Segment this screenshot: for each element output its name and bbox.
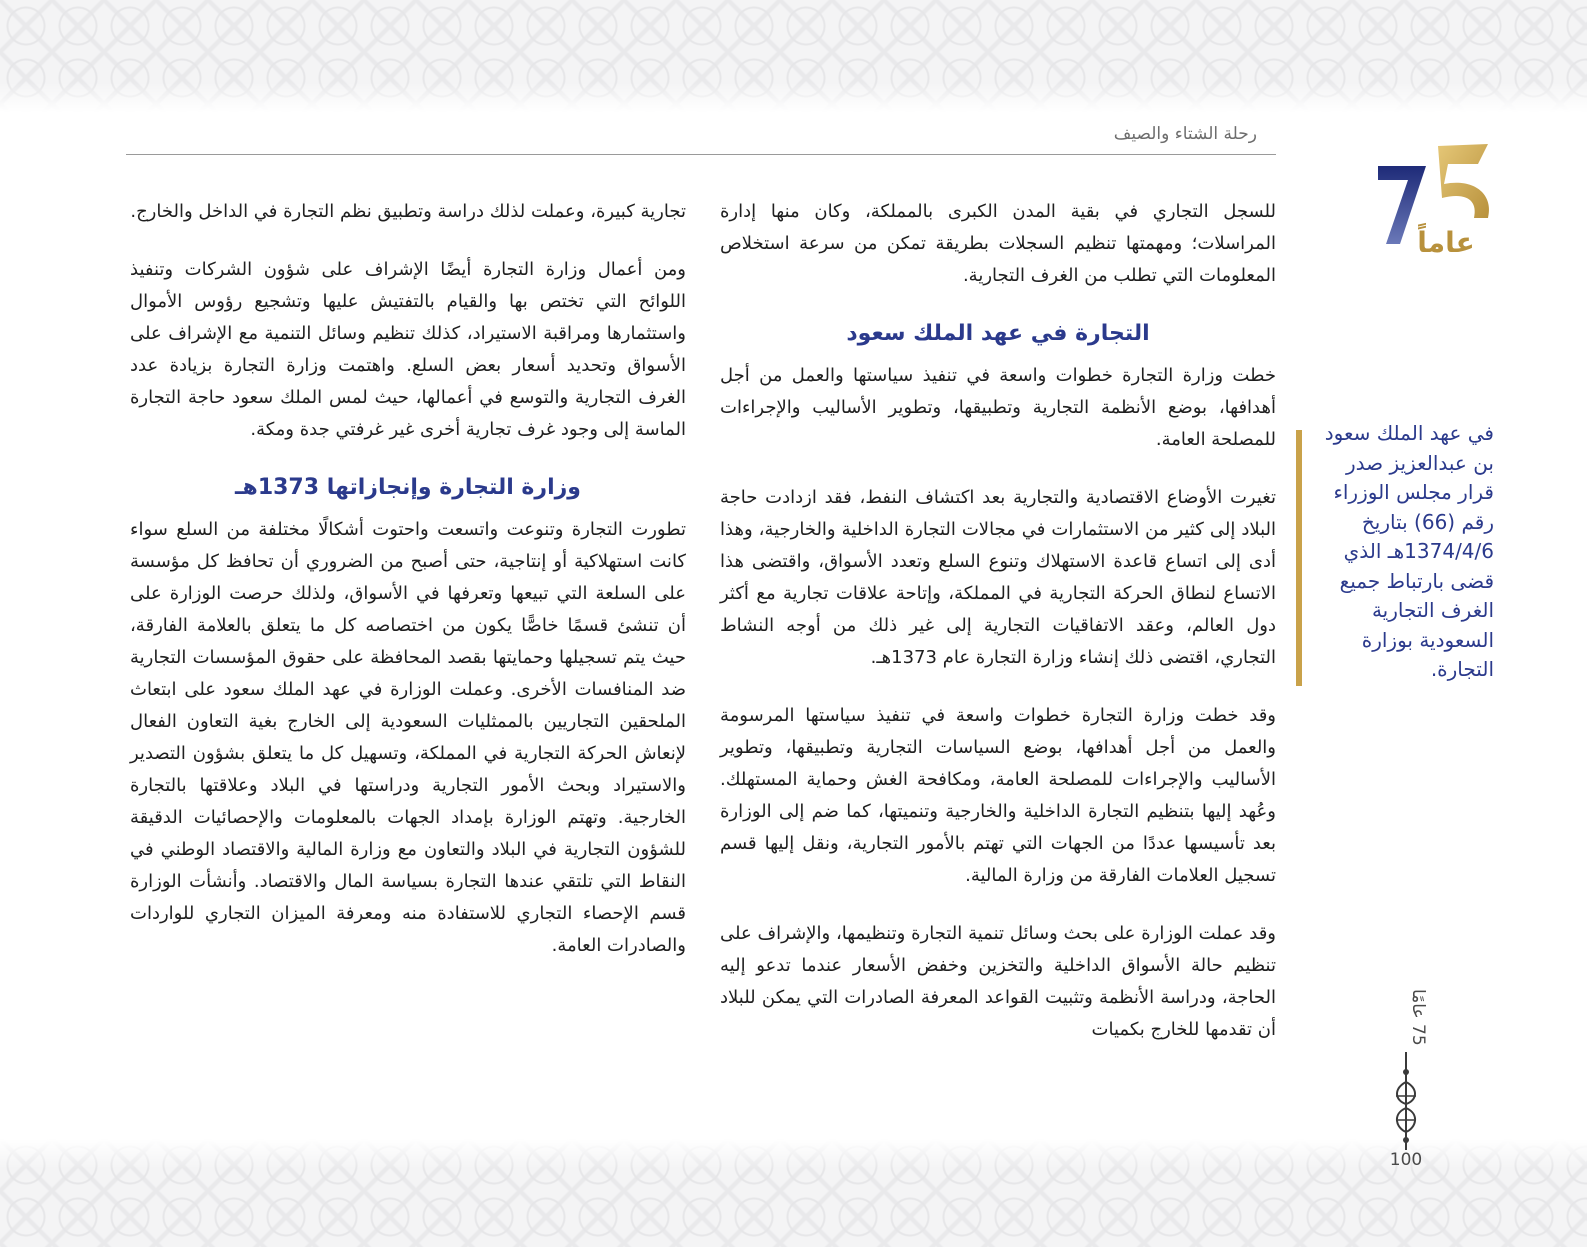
- section-heading: وزارة التجارة وإنجازاتها 1373هـ: [235, 475, 581, 500]
- header-rule: [126, 154, 1276, 155]
- page-body: [0, 112, 1587, 1139]
- paragraph: ومن أعمال وزارة التجارة أيضًا الإشراف عل…: [130, 259, 686, 440]
- paragraph: وقد خطت وزارة التجارة خطوات واسعة في تنف…: [720, 705, 1276, 886]
- page-number: 100: [1389, 1150, 1423, 1170]
- sidenote-accent-bar: [1296, 430, 1302, 686]
- top-pattern-band: [0, 0, 1587, 112]
- bottom-pattern-band: [0, 1139, 1587, 1247]
- vertical-anniversary-label: 75 عامًا: [1408, 989, 1428, 1046]
- ornament-icon: [1396, 1052, 1416, 1150]
- sidenote-text: في عهد الملك سعود بن عبدالعزيز صدر قرار …: [1324, 421, 1494, 681]
- logo-five-shape: [1438, 144, 1490, 218]
- right-column: للسجل التجاري في بقية المدن الكبرى بالمم…: [720, 196, 1276, 1072]
- paragraph: خطت وزارة التجارة خطوات واسعة في تنفيذ س…: [720, 365, 1276, 450]
- anniversary-logo-icon: [1378, 144, 1490, 244]
- paragraph: تجارية كبيرة، وعملت لذلك دراسة وتطبيق نظ…: [130, 201, 686, 222]
- paragraph: وقد عملت الوزارة على بحث وسائل تنمية الت…: [720, 923, 1276, 1040]
- logo-seven-shape: [1378, 166, 1426, 244]
- logo-word: عاماً: [1417, 226, 1475, 259]
- paragraph: تغيرت الأوضاع الاقتصادية والتجارية بعد ا…: [720, 487, 1276, 668]
- paragraph: للسجل التجاري في بقية المدن الكبرى بالمم…: [720, 201, 1276, 286]
- section-heading: التجارة في عهد الملك سعود: [846, 321, 1150, 346]
- paragraph: تطورت التجارة وتنوعت واتسعت واحتوت أشكال…: [130, 519, 686, 956]
- left-column: تجارية كبيرة، وعملت لذلك دراسة وتطبيق نظ…: [130, 196, 686, 988]
- header-caption: رحلة الشتاء والصيف: [1113, 124, 1257, 144]
